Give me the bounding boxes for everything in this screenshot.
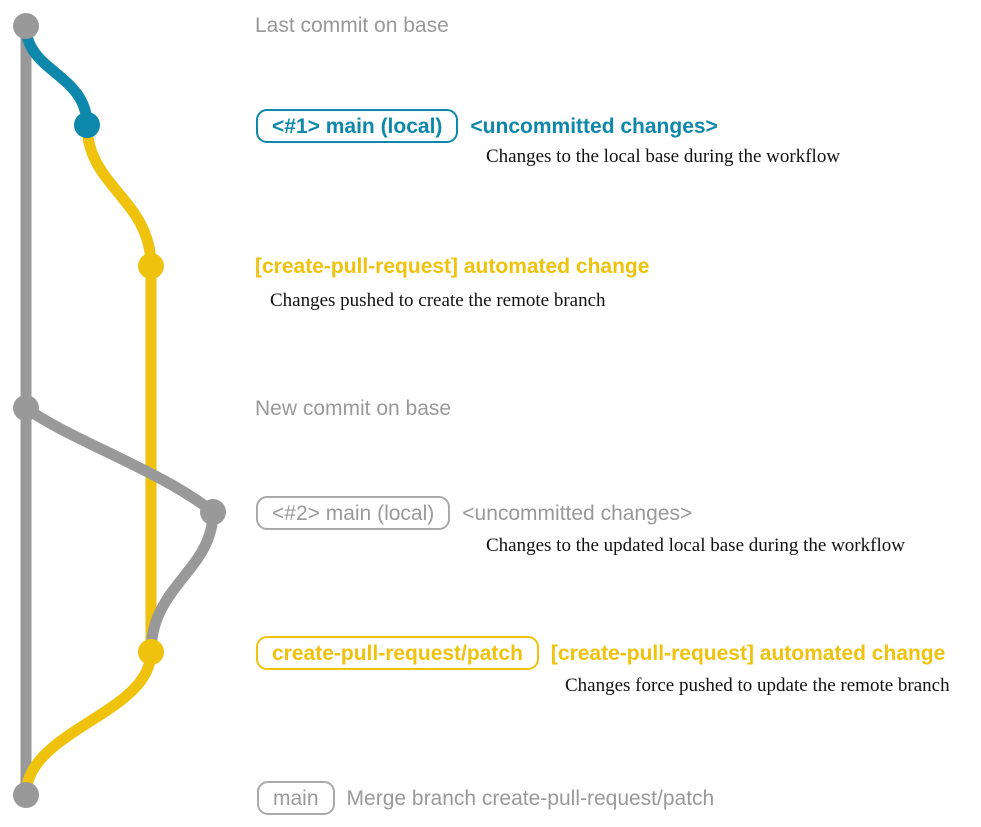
row-local-commit-2: <#2> main (local) <uncommitted changes> bbox=[256, 496, 692, 530]
commit-node-remote-1[interactable] bbox=[138, 253, 164, 279]
ref-pill-main-local-2[interactable]: <#2> main (local) bbox=[256, 496, 451, 530]
ref-pill-main[interactable]: main bbox=[257, 781, 335, 815]
edge-base-to-local1 bbox=[20, 20, 93, 131]
commit-note-local-2: Changes to the updated local base during… bbox=[486, 535, 905, 556]
commit-node-local-1[interactable] bbox=[74, 112, 100, 138]
commit-node-base-merge[interactable] bbox=[13, 782, 39, 808]
commit-node-base-last[interactable] bbox=[13, 13, 39, 39]
headline-new-commit-on-base: New commit on base bbox=[255, 397, 452, 420]
ref-pill-main-local-1[interactable]: <#1> main (local) bbox=[256, 109, 459, 143]
edge-local1-to-remote1 bbox=[81, 119, 157, 272]
ref-pill-create-pull-request-patch[interactable]: create-pull-request/patch bbox=[256, 636, 539, 670]
edge-local2-to-remote2 bbox=[145, 506, 219, 658]
row-merge-commit: main Merge branch create-pull-request/pa… bbox=[257, 781, 714, 815]
commit-subject-remote-2: [create-pull-request] automated change bbox=[550, 641, 946, 665]
commit-note-local-1: Changes to the local base during the wor… bbox=[486, 146, 841, 167]
edge-remote2-to-merge bbox=[20, 646, 157, 801]
headline-last-commit-on-base: Last commit on base bbox=[255, 14, 449, 37]
row-remote-commit-2: create-pull-request/patch [create-pull-r… bbox=[256, 636, 945, 670]
commit-note-remote-1: Changes pushed to create the remote bran… bbox=[270, 290, 606, 311]
row-local-commit-1: <#1> main (local) <uncommitted changes> bbox=[256, 109, 718, 143]
edge-basenew-to-local2 bbox=[20, 402, 219, 518]
commit-node-local-2[interactable] bbox=[200, 499, 226, 525]
commit-node-remote-2[interactable] bbox=[138, 639, 164, 665]
commit-node-base-new[interactable] bbox=[13, 395, 39, 421]
commit-subject-merge: Merge branch create-pull-request/patch bbox=[346, 786, 715, 810]
commit-subject-local-1: <uncommitted changes> bbox=[470, 114, 718, 138]
commit-note-remote-2: Changes force pushed to update the remot… bbox=[565, 675, 950, 696]
commit-subject-local-2: <uncommitted changes> bbox=[462, 501, 693, 525]
headline-remote-commit-1: [create-pull-request] automated change bbox=[255, 255, 650, 278]
